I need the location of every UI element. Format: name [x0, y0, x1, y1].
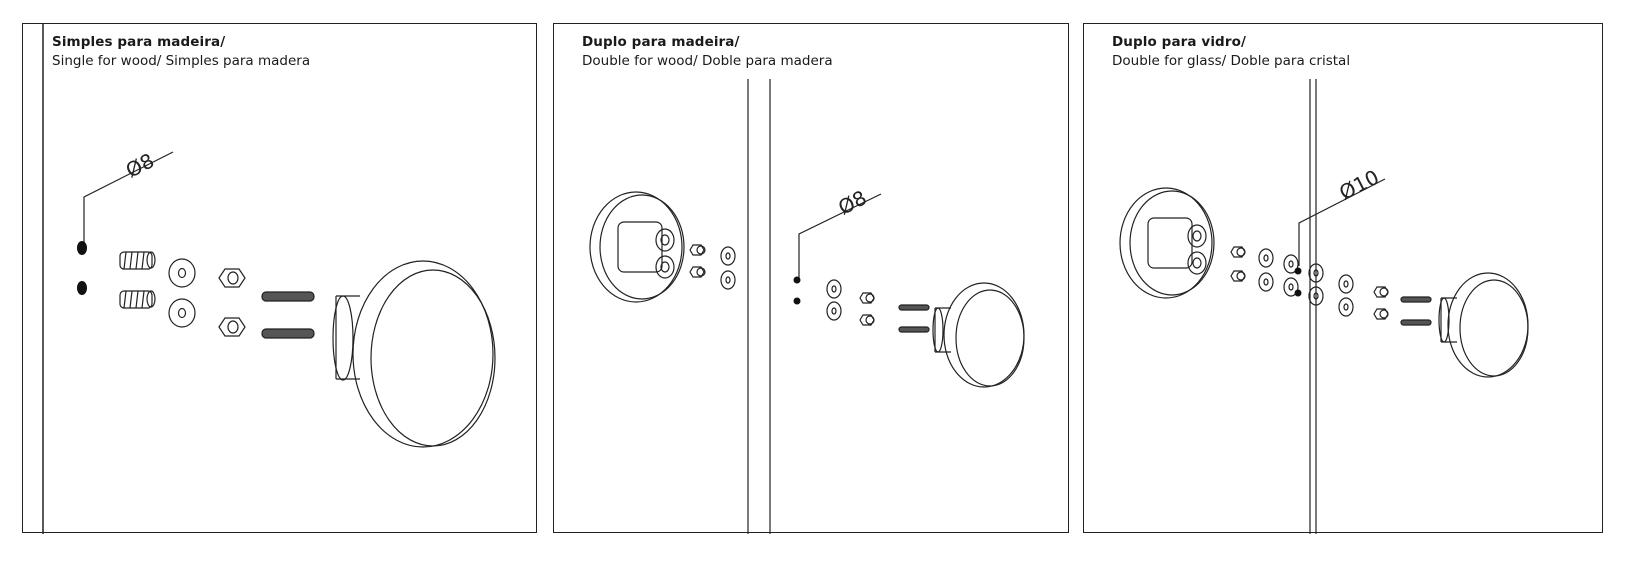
nut-right-bottom [859, 314, 875, 326]
threaded-rod-top [1400, 296, 1432, 303]
threaded-rod-bottom [1400, 319, 1432, 326]
assembly-diagram-double-glass: Ø10 [1119, 79, 1529, 534]
washer-b-bottom [1283, 277, 1299, 297]
assembly-diagram-double-wood: Ø8 [589, 79, 1025, 534]
threaded-insert-top [119, 251, 156, 270]
panel-subtitle: Single for wood/ Simples para madera [52, 53, 311, 69]
washer-d-top [1338, 274, 1354, 294]
threaded-insert-bottom [119, 290, 156, 309]
drill-hole-bottom [1294, 289, 1302, 297]
panel-title: Simples para madeira/ [52, 34, 226, 50]
nut-bottom [218, 317, 246, 337]
drill-hole-top [77, 241, 87, 255]
dimension-leader [83, 151, 174, 254]
panel-subtitle: Double for wood/ Doble para madera [582, 53, 833, 69]
washer-c-bottom [1308, 286, 1324, 306]
assembly-diagram-single-wood: Ø8 [42, 24, 496, 534]
panel-subtitle: Double for glass/ Doble para cristal [1112, 53, 1351, 69]
drill-hole-bottom [77, 281, 87, 295]
washer-right-top [826, 279, 842, 299]
threaded-rod-top [261, 291, 315, 302]
threaded-rod-bottom [261, 328, 315, 339]
drill-hole-bottom [793, 297, 801, 305]
washer-c-top [1308, 263, 1324, 283]
nut-bottom [689, 266, 706, 278]
drill-hole-top [1294, 267, 1302, 275]
panel-single-wood: Simples para madeira/ Single for wood/ S… [22, 23, 537, 534]
washer-a-top [1258, 248, 1274, 268]
threaded-rod-bottom [898, 326, 930, 333]
washer-bottom [168, 298, 196, 328]
rosette [1119, 187, 1215, 299]
threaded-rod-top [898, 304, 930, 311]
nut-top [1230, 246, 1246, 258]
knob [332, 260, 496, 448]
nut-top [689, 244, 706, 256]
nut-right-bottom [1373, 308, 1389, 320]
knob [932, 282, 1025, 388]
washer-b-top [1283, 254, 1299, 274]
diameter-label: Ø10 [1335, 165, 1383, 205]
panel-double-wood: Duplo para madeira/ Double for wood/ Dob… [553, 23, 1069, 534]
nut-right-top [859, 292, 875, 304]
nut-top [218, 268, 246, 288]
nut-right-top [1373, 286, 1389, 298]
rosette [589, 191, 685, 303]
washer-a-bottom [1258, 272, 1274, 292]
washer-right-bottom [826, 301, 842, 321]
washer-d-bottom [1338, 297, 1354, 317]
nut-bottom [1230, 270, 1246, 282]
panel-title: Duplo para madeira/ [582, 34, 740, 50]
panel-title: Duplo para vidro/ [1112, 34, 1246, 50]
knob [1438, 272, 1529, 378]
dimension-leader [1298, 178, 1386, 266]
diameter-label: Ø8 [122, 148, 158, 182]
washer-bottom [720, 270, 736, 290]
washer-top [168, 258, 196, 288]
drill-hole-top [793, 276, 801, 284]
dimension-leader [798, 193, 882, 280]
panel-double-glass: Duplo para vidro/ Double for glass/ Dobl… [1083, 23, 1603, 534]
washer-top [720, 246, 736, 266]
